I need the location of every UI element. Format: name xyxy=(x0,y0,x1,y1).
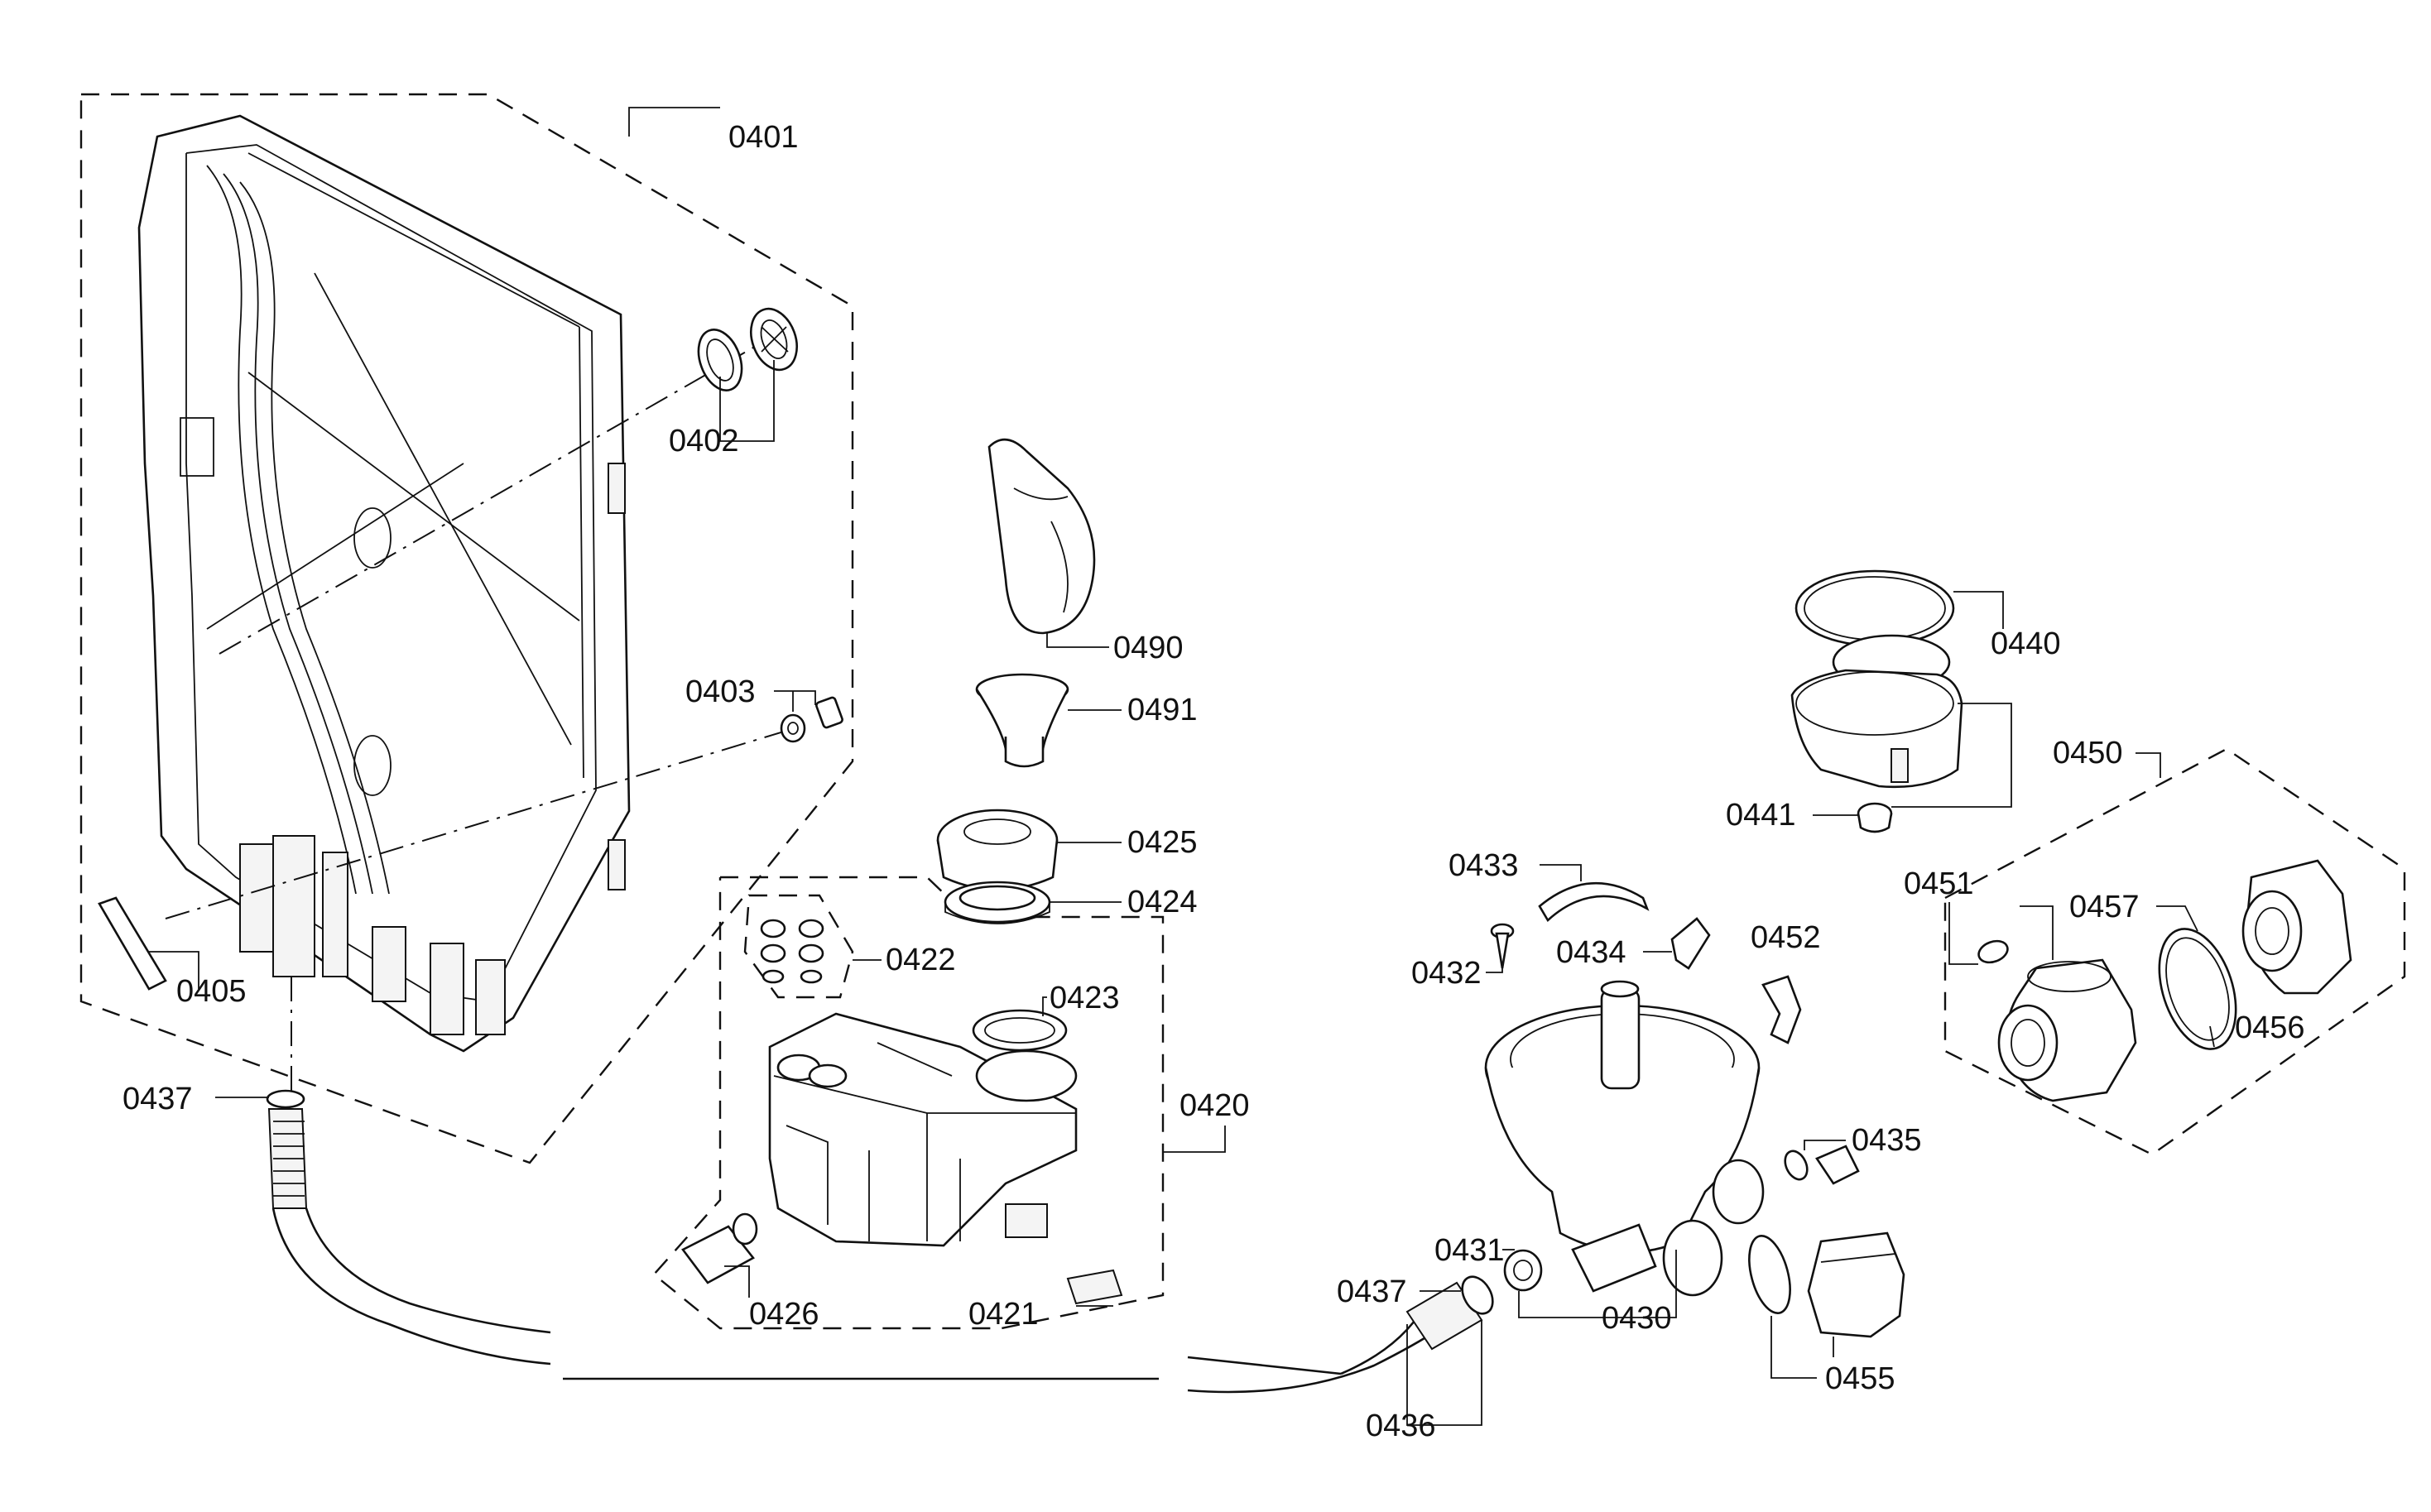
label-0440: 0440 xyxy=(1991,626,2061,661)
seals-0422 xyxy=(760,919,824,984)
group-outline-pump xyxy=(1943,747,2406,1156)
funnel-0490 xyxy=(987,438,1096,635)
funnel-0491 xyxy=(975,673,1069,768)
cap-0425 xyxy=(936,809,1059,891)
housing-0420 xyxy=(768,1012,1123,1305)
label-0451: 0451 xyxy=(1904,866,1974,901)
label-0401: 0401 xyxy=(728,120,799,155)
label-0432: 0432 xyxy=(1411,956,1482,991)
label-0405: 0405 xyxy=(176,974,247,1009)
pump-housing-0457 xyxy=(1997,958,2137,1102)
label-0437-left: 0437 xyxy=(123,1082,193,1116)
drain-pump-0455 xyxy=(1748,1231,1905,1338)
label-0436: 0436 xyxy=(1366,1409,1436,1443)
valve-0426 xyxy=(681,1212,758,1284)
label-0424: 0424 xyxy=(1127,885,1198,919)
clip-0433 xyxy=(1538,881,1650,923)
sump-0430 xyxy=(1484,980,1765,1297)
label-0421: 0421 xyxy=(968,1297,1039,1332)
label-0425: 0425 xyxy=(1127,825,1198,860)
label-0455: 0455 xyxy=(1825,1361,1895,1396)
group-outline-sump-heater xyxy=(652,876,1165,1330)
assembly-axes xyxy=(165,347,795,1101)
sensor-0435 xyxy=(1784,1145,1860,1185)
label-0430: 0430 xyxy=(1602,1301,1672,1336)
label-0426: 0426 xyxy=(749,1297,819,1332)
label-0437-right: 0437 xyxy=(1337,1274,1407,1309)
group-outline-valve-seals xyxy=(743,894,854,999)
part-labels: 0401 0402 0403 0405 0437 0490 0491 0425 … xyxy=(123,120,2305,1443)
label-0403: 0403 xyxy=(685,674,756,709)
label-0423: 0423 xyxy=(1050,981,1120,1015)
label-0457: 0457 xyxy=(2069,890,2140,924)
label-0422: 0422 xyxy=(886,943,956,977)
label-0491: 0491 xyxy=(1127,693,1198,727)
label-0490: 0490 xyxy=(1113,631,1184,665)
group-outline-door xyxy=(79,93,854,1164)
ring-0402 xyxy=(697,307,798,391)
label-0420: 0420 xyxy=(1179,1088,1250,1123)
label-0434: 0434 xyxy=(1556,935,1626,970)
ring-0424 xyxy=(944,881,1051,924)
ring-and-motor-0456 xyxy=(2158,859,2352,1050)
leader-lines xyxy=(149,107,2215,1426)
fitting-0403 xyxy=(780,696,843,743)
door-panel-illustration xyxy=(137,114,631,1053)
label-0456: 0456 xyxy=(2235,1010,2305,1045)
filter-assembly-0440 xyxy=(1790,569,1963,833)
label-0433: 0433 xyxy=(1449,848,1519,883)
bracket-0434 xyxy=(1670,917,1711,970)
clip-0405 xyxy=(98,896,167,991)
label-0450: 0450 xyxy=(2053,736,2123,770)
screw-0432 xyxy=(1490,923,1515,969)
label-0431: 0431 xyxy=(1434,1233,1505,1268)
label-0441: 0441 xyxy=(1726,798,1796,833)
latch-0452 xyxy=(1761,975,1802,1044)
gasket-0423 xyxy=(972,1009,1068,1052)
drain-hose xyxy=(266,1089,1494,1394)
label-0435: 0435 xyxy=(1852,1123,1922,1158)
label-0402: 0402 xyxy=(669,424,739,458)
clamp-0451 xyxy=(1977,939,2009,964)
label-0452: 0452 xyxy=(1751,920,1821,955)
fitting-0431 xyxy=(1503,1249,1543,1292)
